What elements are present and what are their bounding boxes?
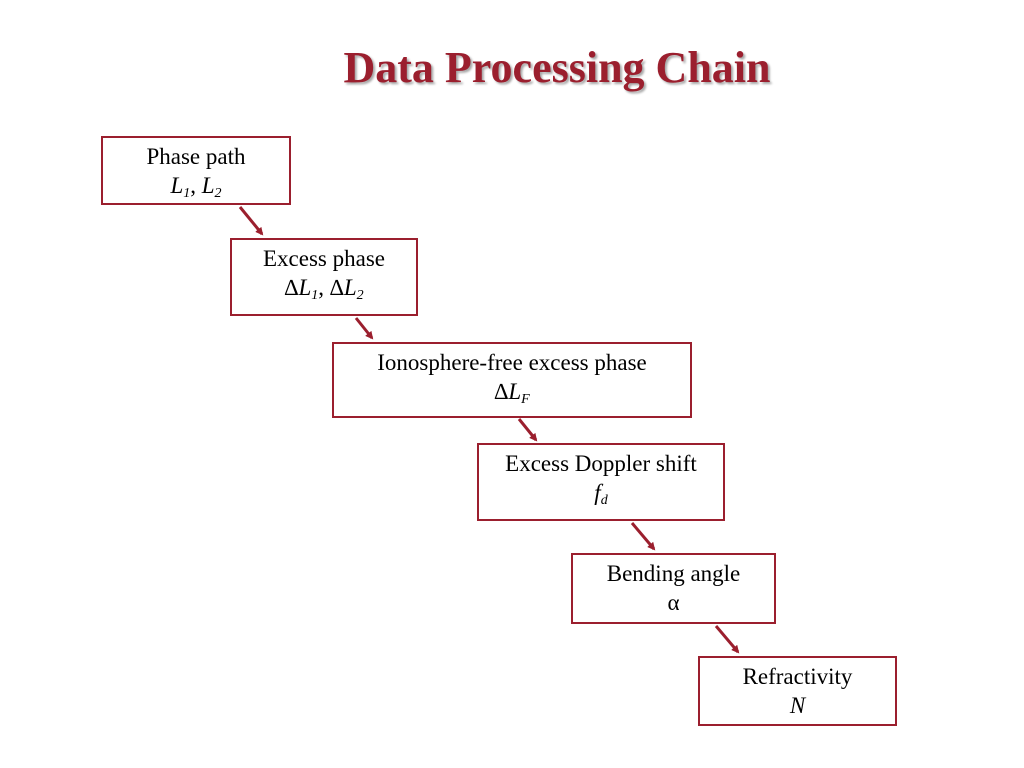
step-box-refractivity: Refractivity N [698,656,897,726]
arrow-2 [354,317,374,340]
step-box-excess-doppler-shift: Excess Doppler shift fd [477,443,725,521]
step-symbol: N [789,693,806,718]
step-symbol: α [667,590,680,615]
step-symbol: L1, L2 [170,173,222,201]
arrow-5 [714,625,740,654]
step-label: Refractivity [742,664,853,689]
arrow-3 [517,418,538,442]
arrow-1 [238,206,264,236]
step-label: Bending angle [606,561,741,586]
step-label: Excess phase [263,246,385,271]
step-label: Excess Doppler shift [505,451,697,476]
slide-title: Data Processing Chain [343,43,771,92]
step-label: Phase path [146,144,246,169]
step-symbol: fd [594,480,608,508]
step-symbol: ∆L1, ∆L2 [284,275,364,303]
step-symbol: ∆LF [494,379,530,407]
arrow-4 [630,522,656,551]
step-box-bending-angle: Bending angle α [571,553,776,624]
step-box-phase-path: Phase path L1, L2 [101,136,291,205]
step-box-excess-phase: Excess phase ∆L1, ∆L2 [230,238,418,316]
step-box-ionosphere-free-excess-phase: Ionosphere-free excess phase ∆LF [332,342,692,418]
step-label: Ionosphere-free excess phase [377,350,647,375]
